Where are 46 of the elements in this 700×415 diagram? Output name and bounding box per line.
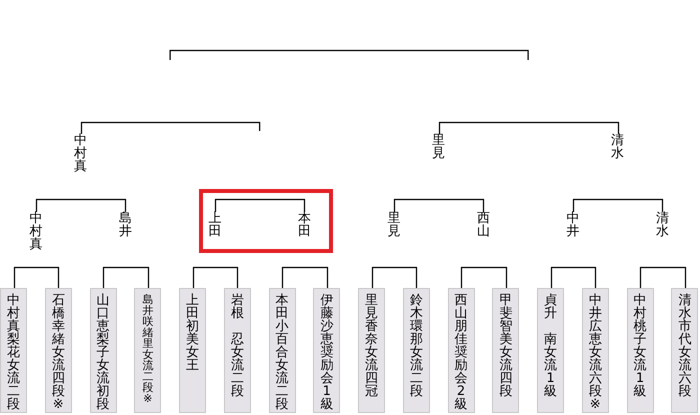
player-name-plate: 山口恵梨子女流初段 — [90, 288, 116, 413]
player-name-plate: 西山朋佳奨励会2級 — [448, 288, 474, 413]
player-name-plate: 清水市代女流六段 — [671, 288, 698, 413]
player-text: 忍女流二段 — [230, 333, 244, 398]
player-text: 貞升 — [544, 294, 558, 320]
bracket-line — [572, 198, 664, 212]
player-name-plate: 中村真梨花女流二段 — [0, 288, 27, 413]
bracket-line — [640, 266, 686, 288]
bracket-line — [192, 266, 238, 288]
winner-name: 中村真 — [28, 212, 44, 251]
player-text: 岩根 — [230, 294, 244, 320]
player-name-plate: 中井広恵女流六段※ — [582, 288, 609, 413]
winner-name: 上田 — [207, 212, 222, 238]
player-name-plate: 鈴木環那女流二段 — [402, 288, 430, 413]
player-text: 南女流1級 — [544, 333, 558, 398]
bracket-line — [460, 266, 508, 288]
player-name-plate: 本田小百合女流二段 — [268, 288, 296, 413]
player-name-plate: 伊藤沙恵奨励会1級 — [313, 288, 340, 413]
player-name-plate — [537, 288, 564, 413]
player-name-plate: 上田初美女王 — [179, 288, 206, 413]
bracket-line — [214, 198, 306, 212]
bracket-line — [394, 198, 484, 212]
winner-name: 清水 — [654, 212, 670, 238]
bracket-line — [36, 198, 126, 212]
bracket-line — [438, 122, 620, 134]
winner-name: 里見 — [431, 134, 446, 160]
player-name-plate: 石橋幸緒女流四段※ — [44, 288, 72, 413]
highlight-frame — [199, 189, 333, 253]
bracket-line — [550, 266, 596, 288]
player-name-plate — [224, 288, 251, 413]
winner-name: 清水 — [610, 134, 626, 160]
bracket-line — [102, 266, 150, 288]
winner-name: 中井 — [565, 212, 580, 238]
bracket-line — [282, 266, 328, 288]
player-name-plate: 中村桃子女流1級 — [626, 288, 654, 413]
bracket-line — [372, 266, 418, 288]
player-name-plate: 里見香奈女流四冠 — [358, 288, 385, 413]
winner-name: 西山 — [476, 212, 491, 238]
winner-name: 里見 — [386, 212, 402, 238]
player-name-plate: 島井咲緒里女流二段※ — [134, 288, 162, 413]
winner-name: 本田 — [296, 212, 312, 238]
winner-name: 中村真 — [73, 134, 88, 173]
player-name-plate: 甲斐智美女流四段 — [492, 288, 520, 413]
bracket-line — [80, 122, 260, 134]
bracket-line — [14, 266, 60, 288]
winner-name: 島井 — [118, 212, 133, 238]
